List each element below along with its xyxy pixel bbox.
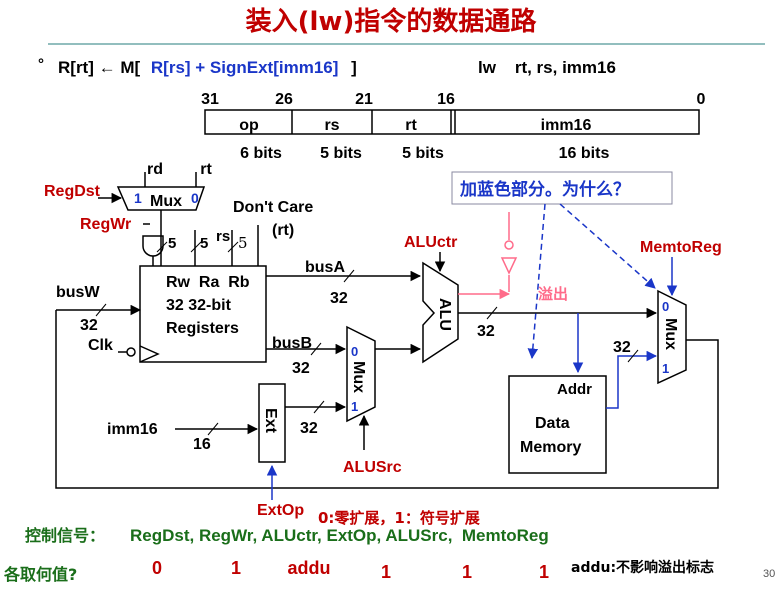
alusrc-mux bbox=[346, 325, 376, 423]
controls-question: 各取何值? bbox=[3, 565, 77, 584]
busa-width: 32 bbox=[330, 290, 348, 307]
register-size-label: 32 32-bit bbox=[166, 297, 232, 314]
field-imm16: imm16 bbox=[541, 117, 592, 134]
value-memtoreg: 1 bbox=[539, 562, 549, 582]
register-file-label: Registers bbox=[166, 320, 239, 337]
data-memory bbox=[508, 375, 607, 474]
regdst-mux-label: Mux bbox=[150, 193, 182, 210]
dont-care-rt: (rt) bbox=[272, 222, 294, 239]
bit-0: 0 bbox=[697, 91, 706, 108]
memtoreg-mux bbox=[657, 289, 687, 385]
memtoreg-mux-label: Mux bbox=[662, 318, 679, 350]
width-5-b: 5 bbox=[200, 235, 208, 252]
rtl-bullet: ° bbox=[38, 56, 44, 73]
extop-note: 0:零扩展，1：符号扩展 bbox=[318, 509, 480, 527]
rs-input-label: rs bbox=[216, 228, 230, 245]
register-ports-label: Rw Ra Rb bbox=[166, 274, 250, 291]
memtoreg-mux-in0: 0 bbox=[662, 299, 669, 314]
clk-inverter bbox=[126, 347, 136, 357]
value-extop: 1 bbox=[381, 562, 391, 582]
value-alusrc: 1 bbox=[462, 562, 472, 582]
busb-label: busB bbox=[272, 335, 312, 352]
alu-label: ALU bbox=[436, 298, 453, 331]
sign-extender bbox=[258, 383, 286, 463]
busb-width: 32 bbox=[292, 360, 310, 377]
instruction-format-box bbox=[204, 109, 700, 135]
extop-signal: ExtOp bbox=[257, 502, 304, 519]
callout-box bbox=[451, 171, 673, 205]
imm16-label: imm16 bbox=[107, 421, 158, 438]
asm-syntax: lw rt, rs, imm16 bbox=[478, 58, 616, 77]
width-op: 6 bits bbox=[240, 145, 282, 162]
callout-text: 加蓝色部分。为什么？ bbox=[459, 179, 630, 200]
bit-31: 31 bbox=[201, 91, 219, 108]
ext-width: 32 bbox=[300, 420, 318, 437]
field-rs: rs bbox=[324, 117, 339, 134]
dont-care-label: Don't Care bbox=[233, 199, 313, 216]
memory-label-1: Data bbox=[535, 415, 570, 432]
page-title: 装入(lw)指令的数据通路 bbox=[246, 6, 538, 37]
regwr-and-gate bbox=[142, 235, 164, 257]
width-5-a: 5 bbox=[168, 235, 176, 252]
bit-21: 21 bbox=[355, 91, 373, 108]
overflow-label: 溢出 bbox=[538, 285, 568, 303]
regwr-signal: RegWr bbox=[80, 216, 131, 233]
memtoreg-mux-in1: 1 bbox=[662, 361, 669, 376]
regdst-signal: RegDst bbox=[44, 183, 101, 200]
bit-26: 26 bbox=[275, 91, 293, 108]
busw-label: busW bbox=[56, 284, 100, 301]
rt-label: rt bbox=[200, 161, 212, 178]
width-rs: 5 bits bbox=[320, 145, 362, 162]
memory-output-width: 32 bbox=[613, 339, 631, 356]
field-rt: rt bbox=[405, 117, 417, 134]
width-rt: 5 bits bbox=[402, 145, 444, 162]
width-5-c: 5 bbox=[238, 234, 248, 252]
bit-16: 16 bbox=[437, 91, 455, 108]
regdst-mux-in0: 0 bbox=[191, 190, 199, 206]
rtl-expression: R[rt] ← M[ R[rs] + SignExt[imm16] ] bbox=[58, 58, 357, 77]
value-regdst: 0 bbox=[152, 558, 162, 578]
addu-note: addu:不影响溢出标志 bbox=[571, 559, 714, 576]
controls-label: 控制信号： bbox=[25, 526, 105, 545]
rd-label: rd bbox=[147, 161, 163, 178]
regdst-mux bbox=[116, 186, 206, 211]
imm16-width: 16 bbox=[193, 436, 211, 453]
memory-label-2: Memory bbox=[520, 439, 581, 456]
ext-label: Ext bbox=[262, 408, 279, 434]
overflow-gate bbox=[500, 257, 518, 275]
memtoreg-signal: MemtoReg bbox=[640, 239, 722, 256]
alusrc-mux-label: Mux bbox=[350, 361, 367, 393]
busa-label: busA bbox=[305, 259, 345, 276]
alusrc-mux-in1: 1 bbox=[351, 399, 358, 414]
value-regwr: 1 bbox=[231, 558, 241, 578]
alu-result-width: 32 bbox=[477, 323, 495, 340]
memory-addr-label: Addr bbox=[557, 381, 592, 398]
value-aluctr: addu bbox=[288, 558, 331, 578]
clk-label: Clk bbox=[88, 337, 113, 354]
controls-names: RegDst, RegWr, ALUctr, ExtOp, ALUSrc, Me… bbox=[130, 526, 549, 545]
busw-width: 32 bbox=[80, 317, 98, 334]
field-op: op bbox=[239, 117, 259, 134]
alusrc-mux-in0: 0 bbox=[351, 344, 358, 359]
aluctr-signal: ALUctr bbox=[404, 234, 457, 251]
alusrc-signal: ALUSrc bbox=[343, 459, 402, 476]
page-number: 30 bbox=[763, 568, 775, 580]
width-imm16: 16 bits bbox=[559, 145, 610, 162]
regdst-mux-in1: 1 bbox=[134, 190, 142, 206]
